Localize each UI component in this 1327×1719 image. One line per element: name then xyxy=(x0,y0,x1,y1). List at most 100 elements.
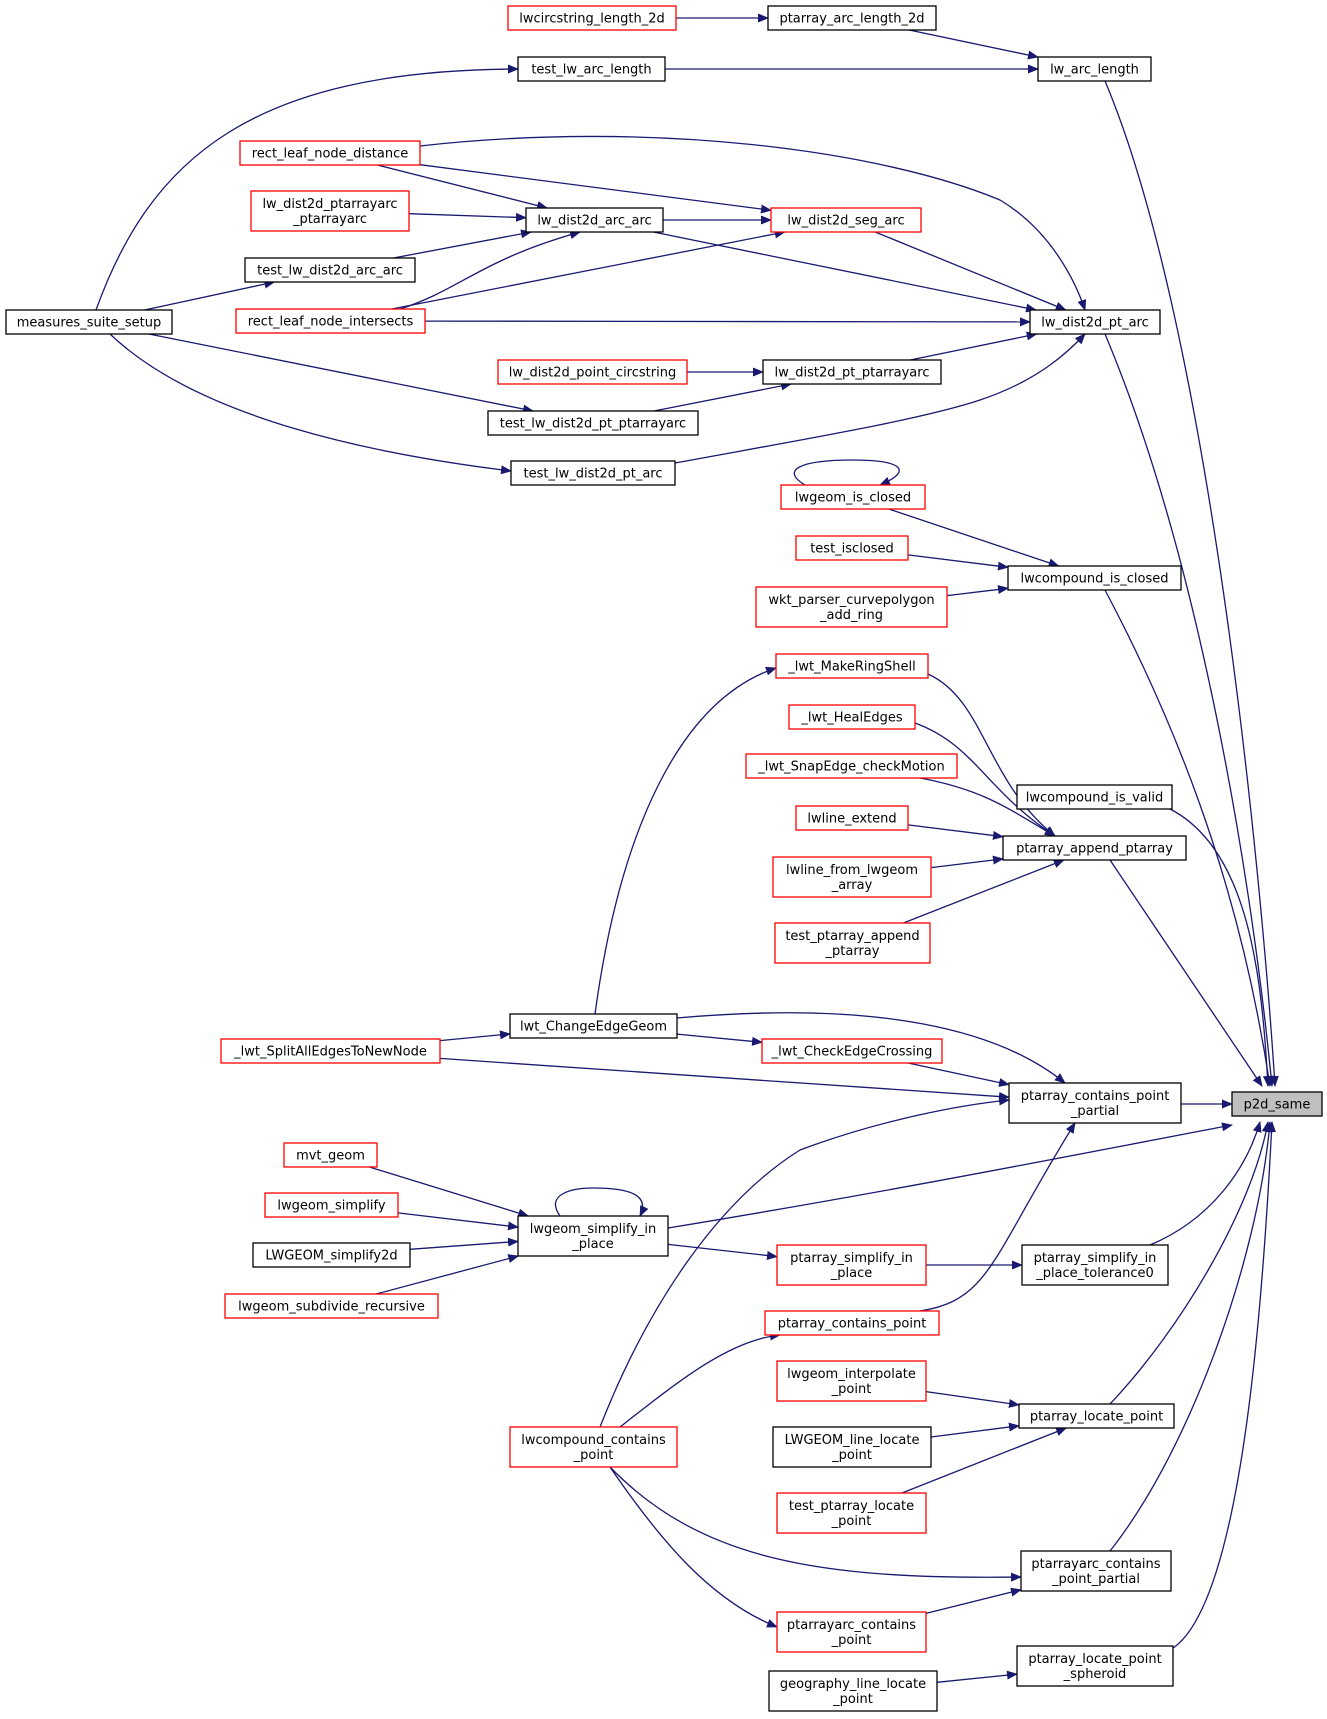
node-lwgeom-line-locate-point[interactable]: LWGEOM_line_locate_point xyxy=(772,1426,932,1468)
node-label: _partial xyxy=(1070,1104,1119,1119)
edge-path xyxy=(908,29,1039,60)
node-lwgeom-subdivide-recursive[interactable]: lwgeom_subdivide_recursive xyxy=(224,1293,439,1319)
node-label: lwgeom_interpolate xyxy=(787,1367,916,1382)
node-lwline-from-lwgeom-array[interactable]: lwline_from_lwgeom_array xyxy=(772,856,932,898)
node-test-ptarray-locate-point[interactable]: test_ptarray_locate_point xyxy=(776,1492,927,1534)
node-ptarrayarc-contains-point-partial[interactable]: ptarrayarc_contains_point_partial xyxy=(1020,1550,1172,1592)
node-lw-dist2d-arc-arc[interactable]: lw_dist2d_arc_arc xyxy=(525,207,664,233)
node-lwt-splitalledgestonewnode[interactable]: _lwt_SplitAllEdgesToNewNode xyxy=(220,1038,441,1064)
node-ptarray-append-ptarray[interactable]: ptarray_append_ptarray xyxy=(1002,835,1187,861)
node-lwline-extend[interactable]: lwline_extend xyxy=(795,805,909,831)
node-ptarray-locate-point-spheroid[interactable]: ptarray_locate_point_spheroid xyxy=(1016,1645,1174,1687)
edge-path xyxy=(1104,333,1276,1087)
edge-test-ptarray-append-ptarray-to-ptarray-append-ptarray xyxy=(903,859,1065,924)
edge-wkt-parser-curvepolygon-add-ring-to-lwcompound-is-closed xyxy=(946,585,1009,597)
node-lwt-healedges[interactable]: _lwt_HealEdges xyxy=(788,704,916,730)
node-mvt-geom[interactable]: mvt_geom xyxy=(283,1142,378,1168)
node-lwcircstring-length-2d[interactable]: lwcircstring_length_2d xyxy=(507,5,677,31)
node-label: lwcompound_is_closed xyxy=(1020,572,1168,587)
edge-path xyxy=(919,777,1056,837)
node-ptarrayarc-contains-point[interactable]: ptarrayarc_contains_point xyxy=(776,1611,927,1653)
edge-path xyxy=(914,722,1056,837)
node-test-lw-arc-length[interactable]: test_lw_arc_length xyxy=(517,56,666,82)
node-lwt-snapedge-checkmotion[interactable]: _lwt_SnapEdge_checkMotion xyxy=(745,753,958,779)
edge-rect-leaf-node-distance-to-lw-dist2d-seg-arc xyxy=(419,164,772,214)
node-lw-dist2d-point-circstring[interactable]: lw_dist2d_point_circstring xyxy=(497,359,688,385)
edge-lwt-splitalledgestonewnode-to-lwt-changeedgegeom xyxy=(439,1030,511,1042)
node-lwgeom-simplify[interactable]: lwgeom_simplify xyxy=(264,1192,399,1218)
node-label: _point xyxy=(573,1448,614,1463)
node-ptarray-simplify-in-place-tolerance0[interactable]: ptarray_simplify_in_place_tolerance0 xyxy=(1021,1244,1169,1286)
node-box xyxy=(776,1244,927,1286)
edge-lwt-changeedgegeom-to-ptarray-contains-point-partial xyxy=(676,1012,1066,1084)
edge-path xyxy=(676,1012,1066,1084)
node-geography-line-locate-point[interactable]: geography_line_locate_point xyxy=(768,1670,938,1712)
node-lw-arc-length[interactable]: lw_arc_length xyxy=(1037,56,1152,82)
node-lwcompound-is-closed[interactable]: lwcompound_is_closed xyxy=(1007,565,1182,591)
node-lwgeom-is-closed[interactable]: lwgeom_is_closed xyxy=(780,484,926,510)
edge-lwgeom-simplify-in-place-to-lwgeom-simplify-in-place xyxy=(554,1187,649,1217)
edge-rect-leaf-node-intersects-to-lw-dist2d-pt-arc xyxy=(424,317,1031,327)
node-p2d-same[interactable]: p2d_same xyxy=(1231,1091,1323,1117)
edge-path xyxy=(377,164,549,210)
node-box xyxy=(780,484,926,510)
node-lwgeom-simplify-in-place[interactable]: lwgeom_simplify_in_place xyxy=(517,1215,669,1257)
node-rect-leaf-node-distance[interactable]: rect_leaf_node_distance xyxy=(239,140,421,166)
node-label: test_isclosed xyxy=(810,542,894,557)
node-box xyxy=(509,1426,678,1468)
node-ptarray-simplify-in-place[interactable]: ptarray_simplify_in_place xyxy=(776,1244,927,1286)
edge-lwline-from-lwgeom-array-to-ptarray-append-ptarray xyxy=(930,855,1004,869)
node-lwt-makeringshell[interactable]: _lwt_MakeRingShell xyxy=(775,653,929,679)
node-lw-dist2d-seg-arc[interactable]: lw_dist2d_seg_arc xyxy=(770,207,922,233)
node-box xyxy=(767,5,937,31)
node-wkt-parser-curvepolygon-add-ring[interactable]: wkt_parser_curvepolygon_add_ring xyxy=(755,586,948,628)
node-ptarray-contains-point[interactable]: ptarray_contains_point xyxy=(764,1310,940,1336)
node-label: ptarray_simplify_in xyxy=(1034,1251,1157,1266)
node-box xyxy=(252,1242,411,1268)
node-test-isclosed[interactable]: test_isclosed xyxy=(795,535,909,561)
node-box xyxy=(768,1670,938,1712)
edge-lwcompound-is-closed-to-p2d-same xyxy=(1104,589,1273,1087)
edge-ptarray-contains-point-to-ptarray-contains-point-partial xyxy=(919,1122,1076,1312)
node-lwcompound-is-valid[interactable]: lwcompound_is_valid xyxy=(1016,784,1173,810)
node-box xyxy=(510,460,676,486)
node-box xyxy=(776,1492,927,1534)
edge-path xyxy=(393,229,532,259)
node-lwgeom-simplify2d[interactable]: LWGEOM_simplify2d xyxy=(252,1242,411,1268)
node-test-lw-dist2d-pt-arc[interactable]: test_lw_dist2d_pt_arc xyxy=(510,460,676,486)
node-lwt-checkedgecrossing[interactable]: _lwt_CheckEdgeCrossing xyxy=(761,1038,943,1064)
node-ptarray-locate-point[interactable]: ptarray_locate_point xyxy=(1018,1403,1175,1429)
node-box xyxy=(772,856,932,898)
node-ptarray-contains-point-partial[interactable]: ptarray_contains_point_partial xyxy=(1008,1082,1182,1124)
node-ptarray-arc-length-2d[interactable]: ptarray_arc_length_2d xyxy=(767,5,937,31)
node-measures-suite-setup[interactable]: measures_suite_setup xyxy=(5,309,173,335)
edge-measures-suite-setup-to-test-lw-dist2d-pt-arc xyxy=(109,333,512,475)
edge-path xyxy=(1109,1121,1274,1552)
node-lwt-changeedgegeom[interactable]: lwt_ChangeEdgeGeom xyxy=(509,1013,678,1039)
node-label: _ptarrayarc xyxy=(292,212,367,227)
node-label: lw_dist2d_arc_arc xyxy=(537,214,651,229)
node-lw-dist2d-pt-ptarrayarc[interactable]: lw_dist2d_pt_ptarrayarc xyxy=(762,359,942,385)
node-label: _spheroid xyxy=(1063,1667,1127,1682)
node-box xyxy=(220,1038,441,1064)
node-lw-dist2d-ptarrayarc-ptarrayarc[interactable]: lw_dist2d_ptarrayarc_ptarrayarc xyxy=(250,190,410,232)
node-lwcompound-contains-point[interactable]: lwcompound_contains_point xyxy=(509,1426,678,1468)
edge-path xyxy=(1149,1121,1262,1246)
node-test-lw-dist2d-pt-ptarrayarc[interactable]: test_lw_dist2d_pt_ptarrayarc xyxy=(487,410,699,436)
edge-path xyxy=(419,164,772,214)
node-label: _point_partial xyxy=(1051,1572,1140,1587)
node-label: _point xyxy=(831,1448,872,1463)
node-test-lw-dist2d-arc-arc[interactable]: test_lw_dist2d_arc_arc xyxy=(244,257,416,283)
edge-test-lw-dist2d-arc-arc-to-lw-dist2d-arc-arc xyxy=(393,229,532,259)
node-label: _lwt_SnapEdge_checkMotion xyxy=(757,760,944,775)
node-rect-leaf-node-intersects[interactable]: rect_leaf_node_intersects xyxy=(235,308,426,334)
node-test-ptarray-append-ptarray[interactable]: test_ptarray_append_ptarray xyxy=(774,922,931,964)
edge-lwgeom-simplify2d-to-lwgeom-simplify-in-place xyxy=(409,1237,519,1250)
edge-path xyxy=(903,859,1065,924)
edge-lwt-changeedgegeom-to-lwt-makeringshell xyxy=(594,666,777,1015)
node-lwgeom-interpolate-point[interactable]: lwgeom_interpolate_point xyxy=(776,1360,927,1402)
node-label: ptarray_simplify_in xyxy=(790,1251,913,1266)
node-lw-dist2d-pt-arc[interactable]: lw_dist2d_pt_arc xyxy=(1029,309,1161,335)
node-box xyxy=(497,359,688,385)
edge-lwt-snapedge-checkmotion-to-ptarray-append-ptarray xyxy=(919,777,1056,837)
